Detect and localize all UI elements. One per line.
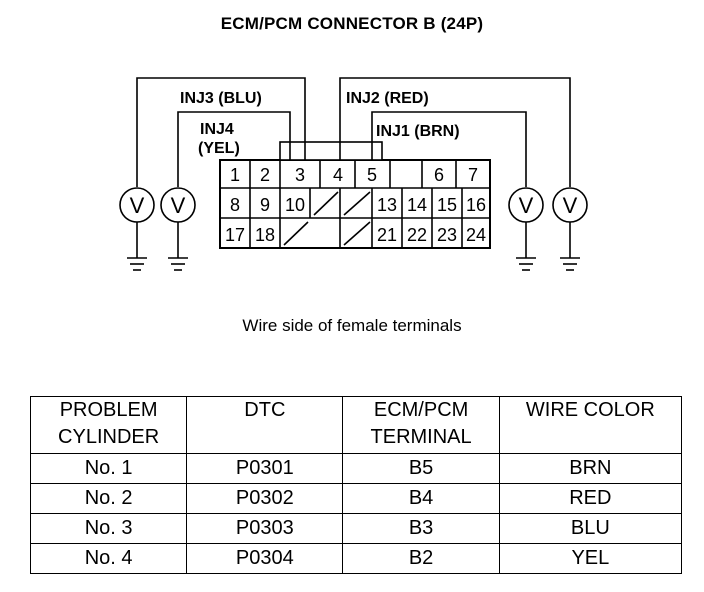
table-row: No. 3 P0303 B3 BLU <box>29 513 683 544</box>
cell-cylinder: No. 2 <box>29 483 188 514</box>
ground-icon <box>127 257 147 271</box>
pin-number: 4 <box>333 165 343 185</box>
connector-diagram: V V V V INJ3 (BLU) INJ2 (RED) INJ4 (YEL)… <box>119 77 588 271</box>
cell-dtc: P0303 <box>186 513 344 544</box>
cell-wire-color: RED <box>498 483 683 514</box>
table-row: No. 2 P0302 B4 RED <box>29 483 683 514</box>
voltmeter-icon <box>508 187 544 223</box>
voltmeter-symbol: V <box>563 193 578 218</box>
pin-number: 1 <box>230 165 240 185</box>
pin-number: 14 <box>407 195 427 215</box>
voltmeter-icon <box>119 187 155 223</box>
pin-number: 18 <box>255 225 275 245</box>
voltmeter-icon <box>552 187 588 223</box>
table-row: No. 4 P0304 B2 YEL <box>29 543 683 574</box>
pin-number: 6 <box>434 165 444 185</box>
pin-number: 2 <box>260 165 270 185</box>
cell-wire-color: YEL <box>498 543 683 574</box>
cell-cylinder: No. 3 <box>29 513 188 544</box>
cell-terminal: B3 <box>342 513 500 544</box>
connector-key <box>279 141 383 161</box>
ground-icon <box>168 257 188 271</box>
pin-number: 5 <box>367 165 377 185</box>
ground-icon <box>560 257 580 271</box>
cell-cylinder: No. 4 <box>29 543 188 574</box>
pin-number: 8 <box>230 195 240 215</box>
pin-number: 15 <box>437 195 457 215</box>
voltmeter-icon <box>160 187 196 223</box>
header-wire-color: WIRE COLOR <box>498 396 683 454</box>
pin-number: 24 <box>466 225 486 245</box>
diagram-title: ECM/PCM CONNECTOR B (24P) <box>220 14 484 33</box>
pin-number: 16 <box>466 195 486 215</box>
cell-dtc: P0304 <box>186 543 344 574</box>
voltmeter-symbol: V <box>519 193 534 218</box>
inj3-label: INJ3 (BLU) <box>180 90 262 107</box>
pin-number: 23 <box>437 225 457 245</box>
voltmeter-symbol: V <box>171 193 186 218</box>
cell-wire-color: BRN <box>498 453 683 484</box>
pin-number: 10 <box>285 195 305 215</box>
pin-number: 17 <box>225 225 245 245</box>
inj1-label: INJ1 (BRN) <box>376 123 460 140</box>
pin-number: 13 <box>377 195 397 215</box>
cell-dtc: P0302 <box>186 483 344 514</box>
inj4-label-line2: (YEL) <box>198 140 240 157</box>
cell-terminal: B5 <box>342 453 500 484</box>
ground-icon <box>516 257 536 271</box>
cell-cylinder: No. 1 <box>29 453 188 484</box>
cell-terminal: B2 <box>342 543 500 574</box>
pin-number: 21 <box>377 225 397 245</box>
cell-wire-color: BLU <box>498 513 683 544</box>
pin-number: 7 <box>468 165 478 185</box>
header-dtc: DTC <box>186 396 344 454</box>
pin-number: 22 <box>407 225 427 245</box>
pin-number: 3 <box>295 165 305 185</box>
pin-number: 9 <box>260 195 270 215</box>
diagram-caption: Wire side of female terminals <box>242 316 462 335</box>
cell-terminal: B4 <box>342 483 500 514</box>
table-row: No. 1 P0301 B5 BRN <box>29 453 683 484</box>
cell-dtc: P0301 <box>186 453 344 484</box>
inj4-label-line1: INJ4 <box>200 121 234 138</box>
voltmeter-symbol: V <box>130 193 145 218</box>
inj2-label: INJ2 (RED) <box>346 90 429 107</box>
